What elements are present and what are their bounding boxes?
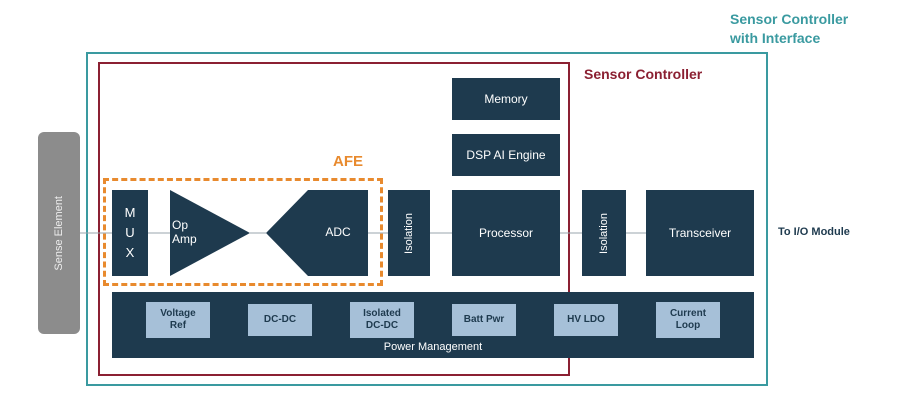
outer-enclosure (86, 52, 768, 386)
to-io-module-label: To I/O Module (778, 226, 850, 238)
afe-label: AFE (333, 153, 363, 170)
pm-chip-hv-ldo: HV LDO (554, 304, 618, 336)
transceiver-block: Transceiver (646, 190, 754, 276)
processor-block: Processor (452, 190, 560, 276)
sensor-controller-enclosure (98, 62, 570, 376)
adc-label: ADC (325, 225, 351, 239)
isolation-label-1: Isolation (403, 212, 415, 254)
outer-enclosure-title: Sensor Controller with Interface (730, 11, 849, 46)
power-management-label: Power Management (383, 341, 483, 353)
mux-block: M U X (112, 190, 148, 276)
pm-chip-current-loop: Current Loop (656, 302, 720, 338)
afe-boundary (103, 178, 383, 286)
pm-chip-voltage-ref: Voltage Ref (146, 302, 210, 338)
pm-chip-isolated-dc-dc: Isolated DC-DC (350, 302, 414, 338)
mux-label: M U X (124, 205, 136, 260)
isolation-label-2: Isolation (598, 212, 610, 254)
sense-element: Sense Element (38, 132, 80, 334)
isolation-block-1: Isolation (388, 190, 430, 276)
op-amp-shape (170, 190, 250, 276)
sensor-controller-title: Sensor Controller (584, 66, 703, 82)
pm-chip-dc-dc: DC-DC (248, 304, 312, 336)
pm-chip-batt-pwr: Batt Pwr (452, 304, 516, 336)
memory-block: Memory (452, 78, 560, 120)
power-management-bar: Power Management (112, 292, 754, 358)
dsp-ai-engine-block: DSP AI Engine (452, 134, 560, 176)
isolation-block-2: Isolation (582, 190, 626, 276)
op-amp-label: Op Amp (172, 218, 197, 246)
adc-shape (266, 190, 368, 276)
